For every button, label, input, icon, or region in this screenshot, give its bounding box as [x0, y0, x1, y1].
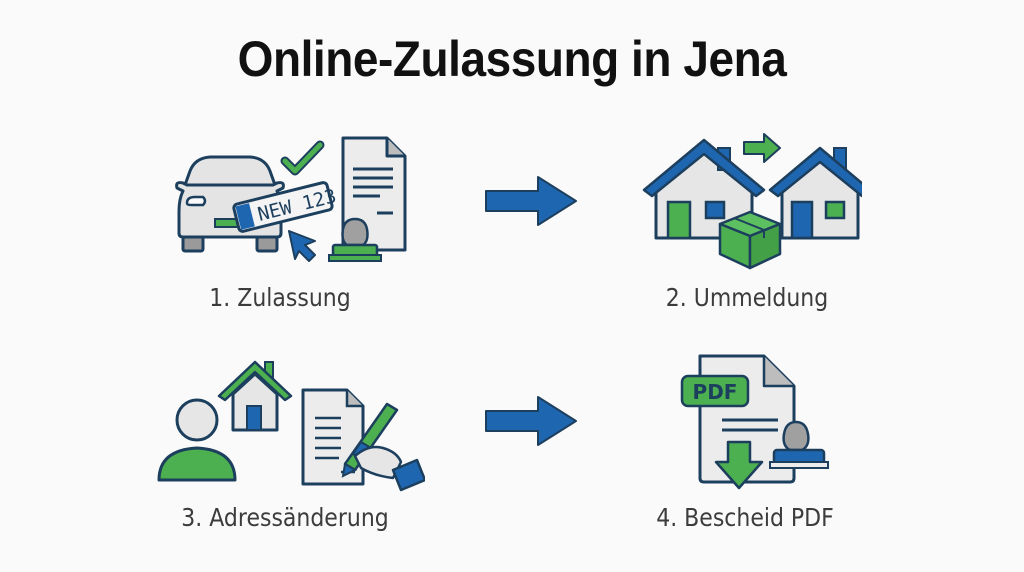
- right-arrow-icon: [484, 175, 578, 232]
- car-license-plate-document-stamp-icon: NEW 123: [175, 136, 407, 262]
- houses-move-box-icon: [642, 133, 862, 270]
- step-1-label: 1. Zulassung: [209, 283, 351, 312]
- hand-icon: [353, 445, 425, 492]
- step-4-icon-group: PDF: [670, 350, 830, 495]
- page-title: Online-Zulassung in Jena: [237, 31, 787, 87]
- move-arrow-icon: [743, 133, 781, 163]
- stamp-icon: [769, 420, 829, 469]
- person-icon: [157, 398, 237, 482]
- pdf-badge-text: PDF: [693, 380, 738, 404]
- step-2-label: 2. Ummeldung: [665, 283, 829, 312]
- car-icon: [175, 155, 285, 253]
- house-left-icon: [642, 138, 766, 240]
- house-right-icon: [768, 146, 862, 240]
- step-2-icon-group: [640, 130, 862, 270]
- person-house-signing-document-icon: [157, 360, 425, 492]
- right-arrow-icon: [484, 395, 578, 452]
- step-3-label: 3. Adressänderung: [181, 503, 389, 532]
- step-1-icon-group: NEW 123: [165, 133, 410, 268]
- stamp-icon: [328, 217, 382, 262]
- pdf-badge-icon: PDF: [680, 374, 750, 408]
- pdf-download-stamp-icon: PDF: [680, 354, 829, 490]
- cursor-icon: [288, 230, 316, 262]
- box-icon: [718, 210, 782, 270]
- house-icon: [217, 360, 293, 432]
- step-3-icon-group: [155, 352, 425, 492]
- download-arrow-icon: [714, 440, 764, 490]
- step-4-label: 4. Bescheid PDF: [656, 503, 834, 532]
